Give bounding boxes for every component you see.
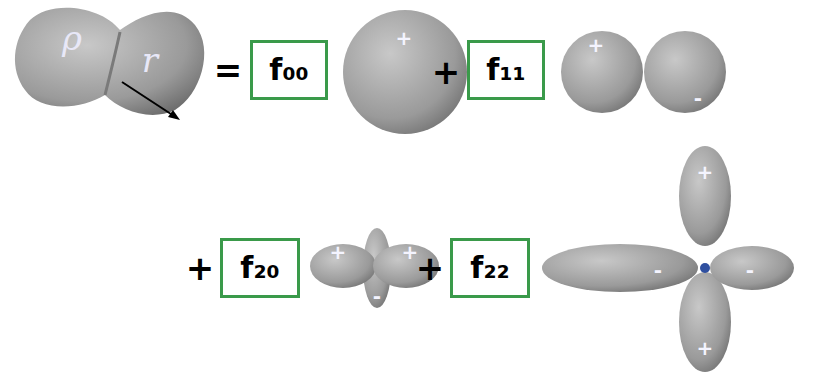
d-lobe bbox=[710, 246, 794, 290]
operator-sign: + bbox=[432, 55, 461, 89]
arrow-head bbox=[168, 110, 180, 120]
sign-label: - bbox=[694, 88, 702, 108]
center-dot bbox=[700, 263, 710, 273]
operator-sign: = bbox=[214, 53, 243, 87]
symbol-label: r bbox=[142, 43, 158, 77]
coefficient-box: f₁₁ bbox=[467, 40, 545, 100]
symbol-label: ρ bbox=[62, 21, 82, 55]
coefficient-label: f₂₀ bbox=[240, 253, 279, 283]
sign-label: - bbox=[746, 260, 754, 280]
coefficient-box: f₀₀ bbox=[250, 40, 328, 100]
coefficient-label: f₁₁ bbox=[486, 55, 525, 85]
sign-label: + bbox=[396, 28, 413, 48]
coefficient-box: f₂₀ bbox=[220, 238, 300, 298]
sign-label: + bbox=[697, 338, 714, 358]
operator-sign: + bbox=[186, 251, 215, 285]
s-sphere bbox=[343, 10, 467, 134]
sign-label: - bbox=[654, 260, 662, 280]
sign-label: + bbox=[330, 242, 347, 262]
coefficient-label: f₂₂ bbox=[470, 253, 509, 283]
sign-label: + bbox=[697, 162, 714, 182]
sign-label: - bbox=[373, 286, 381, 306]
operator-sign: + bbox=[416, 251, 445, 285]
radius-arrow bbox=[122, 82, 174, 116]
coefficient-label: f₀₀ bbox=[269, 55, 308, 85]
blob-fold bbox=[105, 32, 120, 95]
coefficient-box: f₂₂ bbox=[450, 238, 530, 298]
d-lobe bbox=[679, 146, 731, 246]
density-blob bbox=[15, 8, 204, 115]
p-lobe bbox=[644, 31, 726, 113]
sign-label: + bbox=[588, 35, 605, 55]
p-lobe bbox=[561, 31, 643, 113]
d-lobe bbox=[542, 244, 698, 292]
d-lobe bbox=[679, 272, 731, 372]
